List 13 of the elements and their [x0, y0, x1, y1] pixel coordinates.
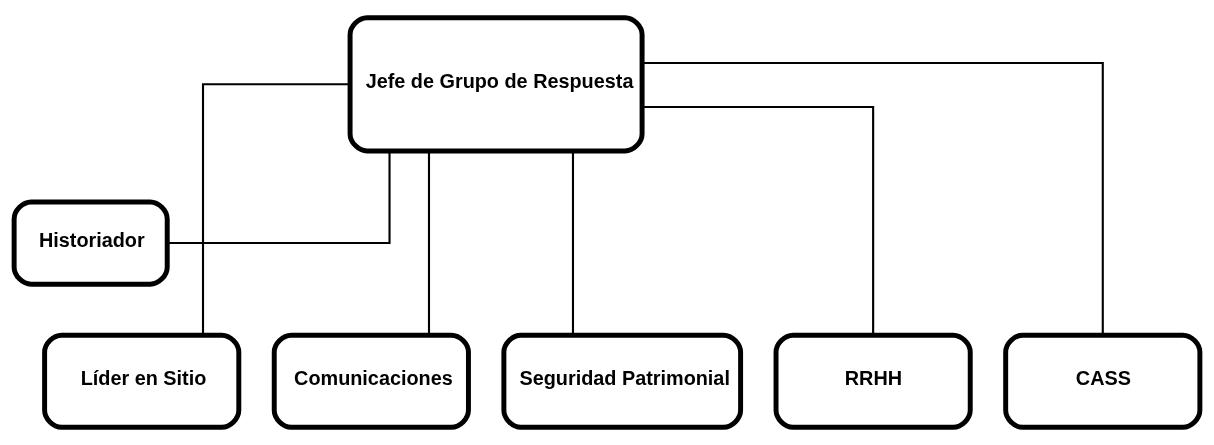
node-box: CASS [1003, 332, 1203, 430]
node-box: Seguridad Patrimonial [501, 332, 744, 430]
node-box: Jefe de Grupo de Respuesta [347, 15, 645, 154]
connector [642, 61, 1104, 335]
node-box: Líder en Sitio [42, 332, 242, 430]
node-box: Comunicaciones [271, 332, 471, 430]
connector [642, 105, 875, 335]
connector [427, 150, 431, 336]
connector [201, 83, 350, 335]
connector [167, 151, 391, 245]
node-box: Historiador [11, 199, 170, 287]
node-box: RRHH [773, 332, 973, 430]
connector [571, 150, 575, 336]
